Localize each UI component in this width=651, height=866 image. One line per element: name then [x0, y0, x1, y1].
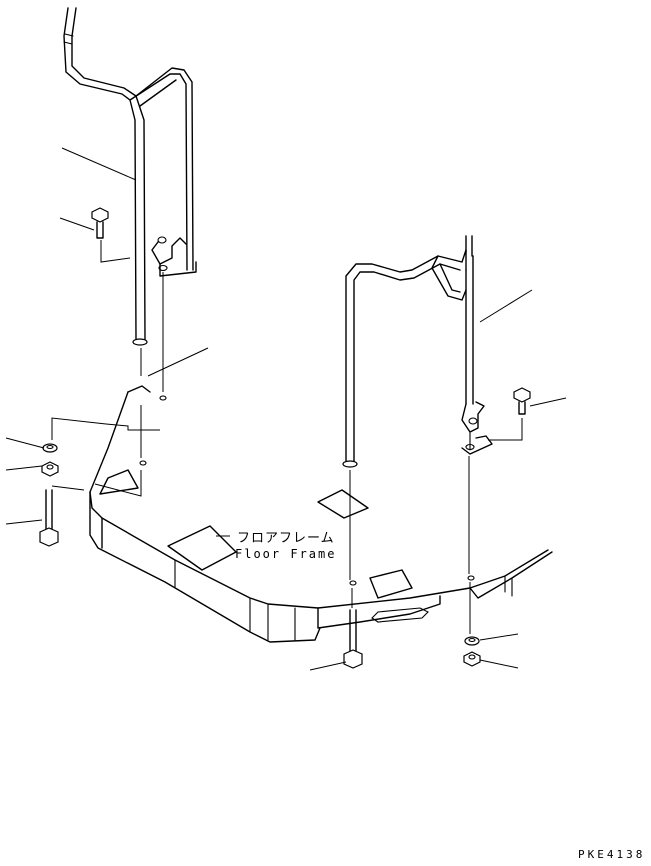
bolt-lower-left — [39, 489, 59, 547]
bolt-center — [343, 609, 363, 669]
floor-frame — [89, 385, 553, 643]
right-handrail — [342, 235, 493, 468]
washer-right — [464, 636, 480, 646]
washer-left — [42, 443, 58, 453]
floor-frame-label-en: Floor Frame — [235, 547, 337, 561]
leader-lines — [5, 147, 567, 671]
center-lines — [94, 272, 471, 634]
nut-left — [41, 461, 59, 477]
drawing-code: PKE4138 — [578, 848, 646, 861]
floor-frame-label-jp: フロアフレーム — [237, 531, 335, 546]
left-handrail — [63, 7, 197, 346]
bolt-upper-left — [91, 207, 109, 239]
bolt-right — [513, 387, 531, 415]
nut-right — [463, 651, 481, 667]
